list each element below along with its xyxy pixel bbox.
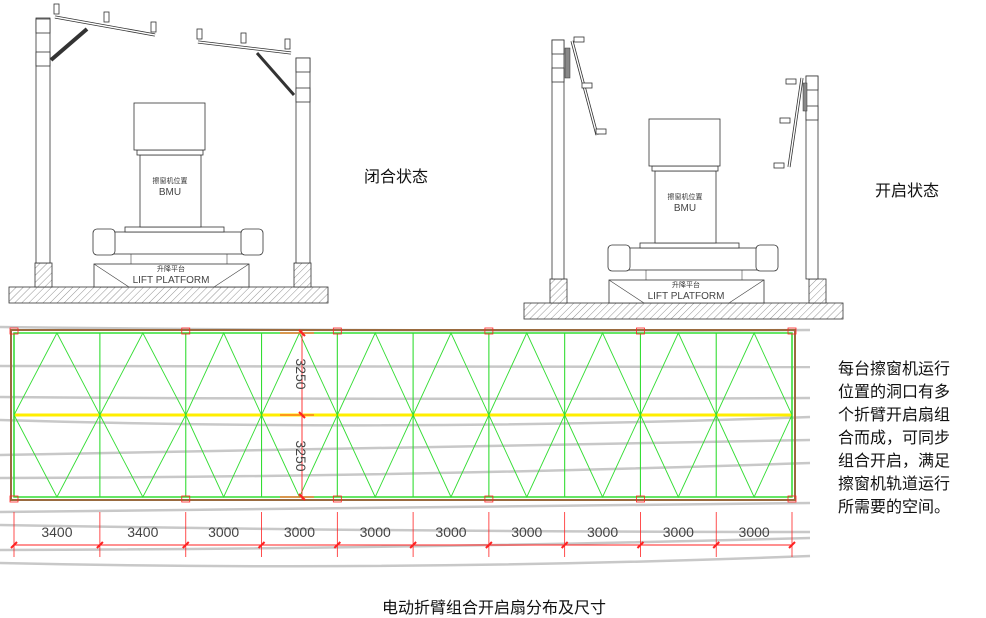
note-line: 每台擦窗机运行: [838, 359, 951, 378]
bay-dim-label: 3400: [127, 524, 158, 540]
vertical-dim-label: 3250: [293, 358, 309, 389]
note-line: 个折臂开启扇组: [838, 405, 951, 424]
open-state-caption: 开启状态: [875, 181, 940, 200]
bmu-label-cn: 擦窗机位置: [153, 176, 188, 185]
background-line: [0, 536, 811, 552]
plan-view: 3400 3400 3000 3000 3000 3000 3000 3000 3000 3000…: [0, 325, 811, 568]
bay-dim-label: 3000: [435, 524, 466, 540]
background-line: [0, 438, 811, 457]
outer-frame: [10, 329, 796, 501]
open-right-arm: [773, 77, 808, 169]
bay-dim-label: 3000: [511, 524, 542, 540]
bay-dim-label: 3000: [360, 524, 391, 540]
closed-elevation: 擦窗机位置 BMU 升降平台 LIFT PLATFORM: [8, 3, 329, 304]
lift-label-en: LIFT PLATFORM: [648, 291, 725, 302]
background-line: [0, 501, 811, 514]
lift-label-cn: 升降平台: [157, 264, 185, 273]
mullion-mark: [636, 327, 645, 335]
background-line: [0, 415, 811, 427]
bay-dim-label: 3000: [663, 524, 694, 540]
closed-state-caption: 闭合状态: [364, 167, 429, 186]
closed-left-arm: [49, 3, 157, 62]
mullion-mark: [636, 495, 645, 503]
mullion-mark: [484, 495, 494, 503]
bmu-label-cn: 擦窗机位置: [668, 192, 703, 201]
bmu-label-en: BMU: [674, 203, 696, 214]
note-line: 所需要的空间。: [838, 497, 951, 516]
vertical-dim-tick: [298, 493, 306, 501]
description-note: 每台擦窗机运行 位置的洞口有多 个折臂开启扇组 合而成，可同步 组合开启，满足 …: [838, 357, 978, 518]
mullion-mark: [787, 495, 797, 503]
closed-right-arm: [196, 28, 296, 96]
vertical-dim-label: 3250: [293, 440, 309, 471]
background-line: [0, 523, 811, 534]
bay-dim-label: 3000: [284, 524, 315, 540]
mullion-mark: [9, 495, 19, 503]
background-line: [0, 364, 811, 369]
mullion-mark: [9, 327, 19, 335]
left-column: [35, 17, 51, 264]
background-line: [0, 554, 811, 568]
vertical-dim-tick: [298, 329, 306, 337]
bmu-label-en: BMU: [159, 187, 181, 198]
lift-label-cn: 升降平台: [672, 280, 700, 289]
mullion-mark: [484, 327, 494, 335]
note-line: 合而成，可同步: [838, 428, 951, 447]
mullion-mark: [181, 327, 191, 335]
plan-title: 电动折臂组合开启扇分布及尺寸: [382, 598, 607, 617]
mullion-mark: [332, 327, 342, 335]
mullion-mark: [332, 495, 342, 503]
open-left-arm: [564, 36, 607, 136]
bay-dim-label: 3000: [587, 524, 618, 540]
background-line: [0, 395, 811, 401]
bay-dim-label: 3400: [41, 524, 72, 540]
vertical-dim-tick: [298, 411, 306, 419]
mullion-mark: [181, 495, 191, 503]
note-line: 组合开启，满足: [838, 451, 951, 470]
note-line: 位置的洞口有多: [838, 382, 951, 401]
lift-label-en: LIFT PLATFORM: [133, 275, 210, 286]
open-elevation: 擦窗机位置 BMU 升降平台 LIFT PLATFORM: [523, 36, 844, 320]
note-line: 擦窗机轨道运行: [838, 474, 951, 493]
bay-dim-label: 3000: [739, 524, 770, 540]
bay-dim-label: 3000: [208, 524, 239, 540]
mullion-mark: [787, 327, 797, 335]
